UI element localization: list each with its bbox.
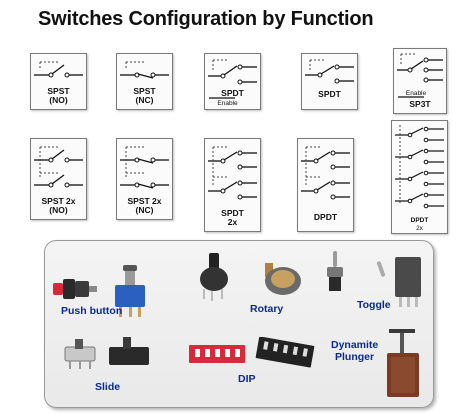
dpdt-2x-diagram: DPDT 2x	[391, 120, 448, 234]
sp3t-symbol	[397, 53, 443, 98]
slide-switch-illustration	[64, 337, 149, 369]
spst-no-label: SPST	[47, 86, 70, 96]
spdt-2x-label: SPDT	[221, 208, 244, 218]
dpdt-2x-label: DPDT	[410, 217, 429, 224]
spdt-2x-symbol	[208, 146, 257, 200]
sp3t-label: SP3T	[409, 99, 431, 109]
spst-no-diagram: SPST (NO)	[30, 53, 87, 110]
slide-label: Slide	[95, 381, 121, 393]
dynamite-plunger-illustration	[387, 329, 419, 397]
spdt-diagram: SPDT	[301, 53, 358, 110]
dpdt-2x-sublabel: 2x	[416, 225, 423, 232]
spdt-enable-label: SPDT	[221, 88, 244, 98]
spst-nc-diagram: SPST (NC)	[116, 53, 173, 110]
rotary-switch-illustration	[200, 253, 301, 301]
spst-2x-nc-diagram: SPST 2x (NC)	[116, 138, 173, 220]
dip-switch-illustration	[189, 337, 315, 368]
spst-2x-nc-sublabel: (NC)	[135, 205, 154, 215]
spdt-2x-diagram: SPDT 2x	[204, 138, 261, 232]
push-button-illustration	[53, 265, 145, 317]
spst-nc-sublabel: (NC)	[135, 95, 154, 105]
dpdt-label: DPDT	[313, 212, 338, 222]
spdt-enable-sublabel: Enable	[217, 100, 238, 107]
dip-label: DIP	[238, 373, 256, 385]
spdt-enable-diagram: SPDT Enable	[204, 53, 261, 110]
spst-nc-symbol	[120, 61, 169, 79]
sp3t-enable-label: Enable	[405, 90, 427, 97]
spst-no-symbol	[34, 61, 83, 78]
spst-2x-nc-label: SPST 2x	[127, 196, 162, 206]
spdt-enable-symbol	[208, 59, 257, 99]
spst-nc-label: SPST	[133, 86, 156, 96]
plunger-label: Plunger	[335, 351, 375, 363]
dynamite-label: Dynamite	[331, 339, 379, 351]
spdt-2x-sublabel: 2x	[227, 217, 238, 227]
spdt-symbol	[305, 59, 354, 84]
spst-2x-no-sublabel: (NO)	[49, 205, 68, 215]
spst-no-sublabel: (NO)	[49, 95, 68, 105]
toggle-label: Toggle	[357, 299, 391, 311]
toggle-switch-illustration	[327, 251, 421, 307]
push-button-label: Push button	[61, 305, 123, 317]
dpdt-symbol	[301, 146, 350, 200]
spst-2x-no-symbol	[34, 146, 83, 188]
spdt-label: SPDT	[318, 89, 341, 99]
spst-2x-no-diagram: SPST 2x (NO)	[30, 138, 87, 220]
switch-types-panel: Push button Rotary Toggle Slide	[44, 240, 434, 408]
spst-2x-no-label: SPST 2x	[41, 196, 76, 206]
rotary-label: Rotary	[250, 303, 284, 315]
dpdt-diagram: DPDT	[297, 138, 354, 232]
sp3t-diagram: Enable SP3T	[393, 48, 447, 114]
spst-2x-nc-symbol	[120, 146, 169, 189]
dpdt-2x-symbol	[395, 125, 444, 209]
page-title: Switches Configuration by Function	[38, 8, 374, 30]
